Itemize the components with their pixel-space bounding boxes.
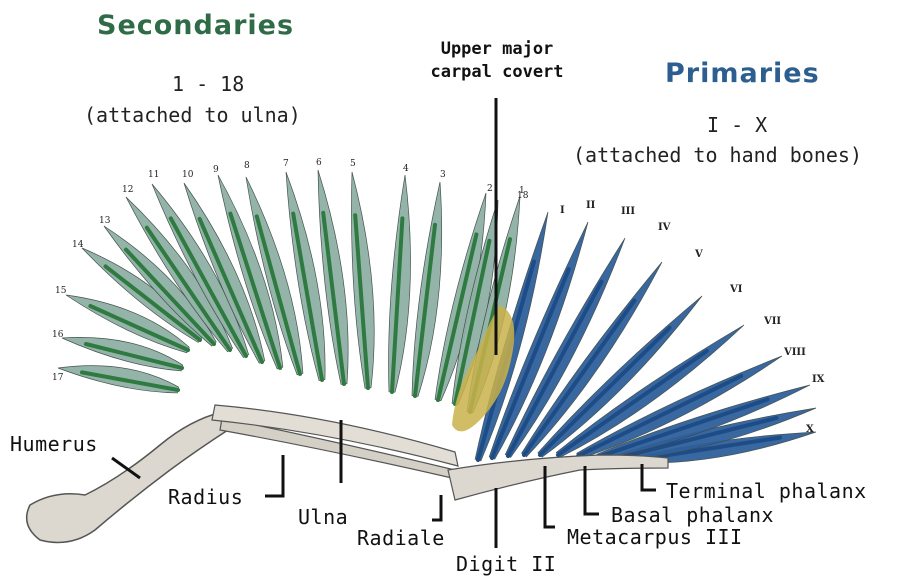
ulna-label: Ulna [298,505,348,529]
secondary-number: 9 [213,165,219,175]
secondary-number: 6 [316,158,322,168]
secondary-number: 14 [72,240,84,250]
secondary-number: 15 [55,286,67,296]
secondary-number: 18 [517,191,529,201]
primary-number: I [560,205,565,216]
secondary-feather [412,182,442,396]
secondary-feather [351,172,374,388]
covert-label: Upper major carpal covert [412,38,582,84]
metacarpus-iii-label: Metacarpus III [567,525,743,549]
radius-label: Radius [168,485,243,509]
hand-bones [448,455,668,500]
humerus-label: Humerus [10,432,98,456]
secondary-number: 2 [487,184,493,194]
primary-number: VIII [783,347,806,358]
secondary-number: 8 [244,161,250,171]
covert-label-line2: carpal covert [412,61,582,84]
secondaries-heading: Secondaries [97,10,294,41]
secondary-feather [58,366,179,393]
secondary-number: 3 [440,170,446,180]
secondary-number: 13 [99,216,111,226]
secondary-number: 7 [283,159,289,169]
radiale-label: Radiale [357,526,445,550]
primary-number: IV [658,222,671,233]
terminal-phalanx-label: Terminal phalanx [666,479,867,503]
secondary-number: 11 [148,170,159,180]
secondary-number: 12 [122,185,133,195]
radiale-leader-line [432,495,441,520]
radius-leader-line [265,455,283,496]
digit-ii-label: Digit II [456,552,556,576]
primary-number: IX [812,374,825,385]
primary-number: VII [763,316,781,327]
primary-number: III [621,206,635,217]
primary-number: VI [729,284,743,295]
secondaries-note: (attached to ulna) [84,103,301,127]
primaries-range: I - X [707,113,767,137]
primary-number: V [694,249,703,260]
secondary-feather [389,175,411,392]
primaries-note: (attached to hand bones) [573,143,862,167]
basal-phalanx-leader-line [585,466,599,514]
primary-number: X [806,424,814,435]
secondary-number: 4 [403,164,409,174]
secondaries-range: 1 - 18 [172,72,244,96]
covert-label-line1: Upper major [412,38,582,61]
secondary-feathers [58,170,520,413]
secondary-number: 16 [52,330,64,340]
basal-phalanx-label: Basal phalanx [611,503,774,527]
primary-feathers [475,212,816,463]
primary-number: II [586,200,596,211]
secondary-number: 5 [350,159,356,169]
secondary-number: 10 [182,170,194,180]
secondary-number: 17 [52,373,64,383]
primaries-heading: Primaries [665,58,820,89]
